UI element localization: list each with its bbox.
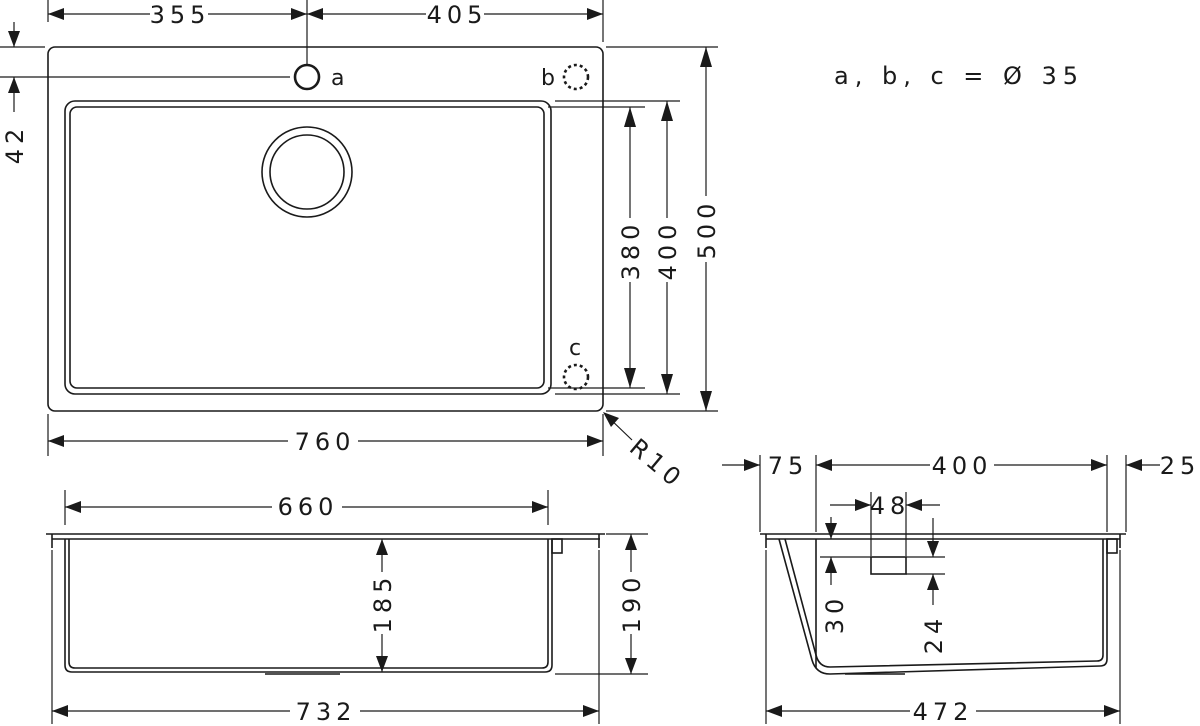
dim-side-bowl: 400 bbox=[932, 452, 993, 480]
tap-hole-c bbox=[562, 363, 590, 391]
dim-overall-depth: 500 bbox=[693, 199, 721, 260]
top-view: 355 405 42 a b c 380 400 bbox=[0, 0, 721, 495]
dim-overflow-top: 30 bbox=[821, 594, 849, 635]
dim-side-left: 75 bbox=[768, 452, 809, 480]
dim-bowl-depth: 185 bbox=[369, 573, 397, 634]
deck-outline bbox=[47, 46, 604, 412]
label-a: a bbox=[331, 66, 344, 91]
dim-bowl-inner: 380 bbox=[617, 220, 645, 281]
overflow-slot bbox=[870, 556, 907, 575]
bowl-outline-inner bbox=[69, 106, 545, 389]
radius-label: R10 bbox=[624, 433, 690, 494]
dim-bottom-width: 732 bbox=[296, 698, 357, 726]
drain-outer bbox=[261, 126, 353, 218]
dim-overall-height: 190 bbox=[618, 573, 646, 634]
dim-side-overall: 472 bbox=[913, 698, 974, 726]
front-section: 660 185 190 732 bbox=[46, 490, 648, 726]
hole-diameter-note: a, b, c = Ø 35 bbox=[834, 62, 1084, 90]
bowl-outline-outer bbox=[64, 100, 552, 395]
dim-tap-to-right: 405 bbox=[427, 1, 488, 29]
dim-side-right: 25 bbox=[1160, 452, 1200, 480]
side-section: 75 400 25 48 30 24 bbox=[722, 452, 1200, 726]
drain-inner bbox=[269, 134, 345, 210]
dim-overflow-height: 24 bbox=[920, 614, 948, 655]
tap-hole-b bbox=[562, 63, 590, 91]
dim-tap-from-top: 42 bbox=[1, 124, 29, 165]
front-bowl-outline bbox=[64, 539, 553, 673]
label-b: b bbox=[541, 66, 555, 91]
dim-tap-from-left: 355 bbox=[150, 1, 211, 29]
dim-overflow-width: 48 bbox=[870, 492, 911, 520]
label-c: c bbox=[569, 336, 581, 361]
side-bowl-outline bbox=[778, 538, 1108, 675]
dim-overall-width: 760 bbox=[295, 428, 356, 456]
dim-bowl-outer: 400 bbox=[654, 220, 682, 281]
dim-bowl-width: 660 bbox=[278, 493, 339, 521]
tap-hole-a bbox=[293, 63, 321, 91]
